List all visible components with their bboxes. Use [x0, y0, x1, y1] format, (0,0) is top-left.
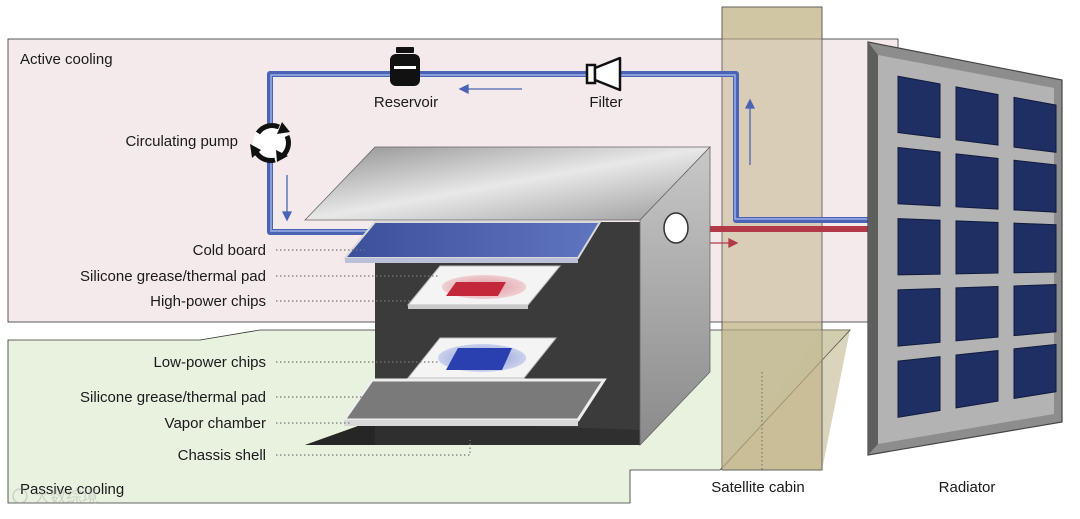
radiator-cell [955, 153, 999, 210]
vapor-chamber-label: Vapor chamber [165, 415, 266, 432]
radiator-cell [1013, 96, 1057, 153]
circulating-pump-icon [250, 122, 291, 164]
thermal-pad-bottom-label: Silicone grease/thermal pad [80, 389, 266, 406]
high-power-chips-label: High-power chips [150, 293, 266, 310]
radiator-cell [897, 356, 941, 418]
passive-cooling-label: Passive cooling [20, 481, 124, 498]
filter-icon [585, 56, 622, 92]
low-power-chips-board [406, 337, 558, 383]
high-power-chips-board [406, 265, 562, 309]
filter-label: Filter [589, 94, 622, 111]
radiator-label: Radiator [939, 479, 996, 496]
satellite-cabin-floor [722, 330, 850, 470]
chassis-shell-label: Chassis shell [178, 447, 266, 464]
watermark: 大数综境 [12, 487, 98, 506]
circulating-pump-label: Circulating pump [125, 133, 238, 150]
radiator-cell [1013, 222, 1057, 274]
watermark-text: 大数综境 [34, 487, 98, 506]
active-cooling-label: Active cooling [20, 51, 113, 68]
reservoir-label: Reservoir [374, 94, 438, 111]
cold-board [342, 221, 602, 263]
radiator-cell [1013, 343, 1057, 400]
radiator-cell [1013, 159, 1057, 213]
radiator-cell [955, 349, 999, 409]
coolant-loop-blue [267, 71, 868, 235]
radiator-cell [897, 75, 941, 139]
cold-board-label: Cold board [193, 242, 266, 259]
thermal-pad-top-label: Silicone grease/thermal pad [80, 268, 266, 285]
radiator-cell [955, 285, 999, 342]
reservoir-icon [390, 47, 420, 86]
vapor-chamber [341, 378, 607, 426]
leader-lines [276, 249, 763, 470]
radiator-cell [897, 218, 941, 276]
radiator-cell [955, 220, 999, 275]
radiator-cell [1013, 284, 1057, 337]
coolant-loop-blue-highlight [270, 74, 868, 232]
satellite-cabin-label: Satellite cabin [711, 479, 804, 496]
radiator-cells [897, 75, 1057, 418]
low-power-chips-label: Low-power chips [153, 354, 266, 371]
radiator-cell [897, 287, 941, 347]
flow-arrows [281, 83, 756, 222]
radiator-cell [897, 146, 941, 207]
radiator-cell [955, 86, 999, 146]
